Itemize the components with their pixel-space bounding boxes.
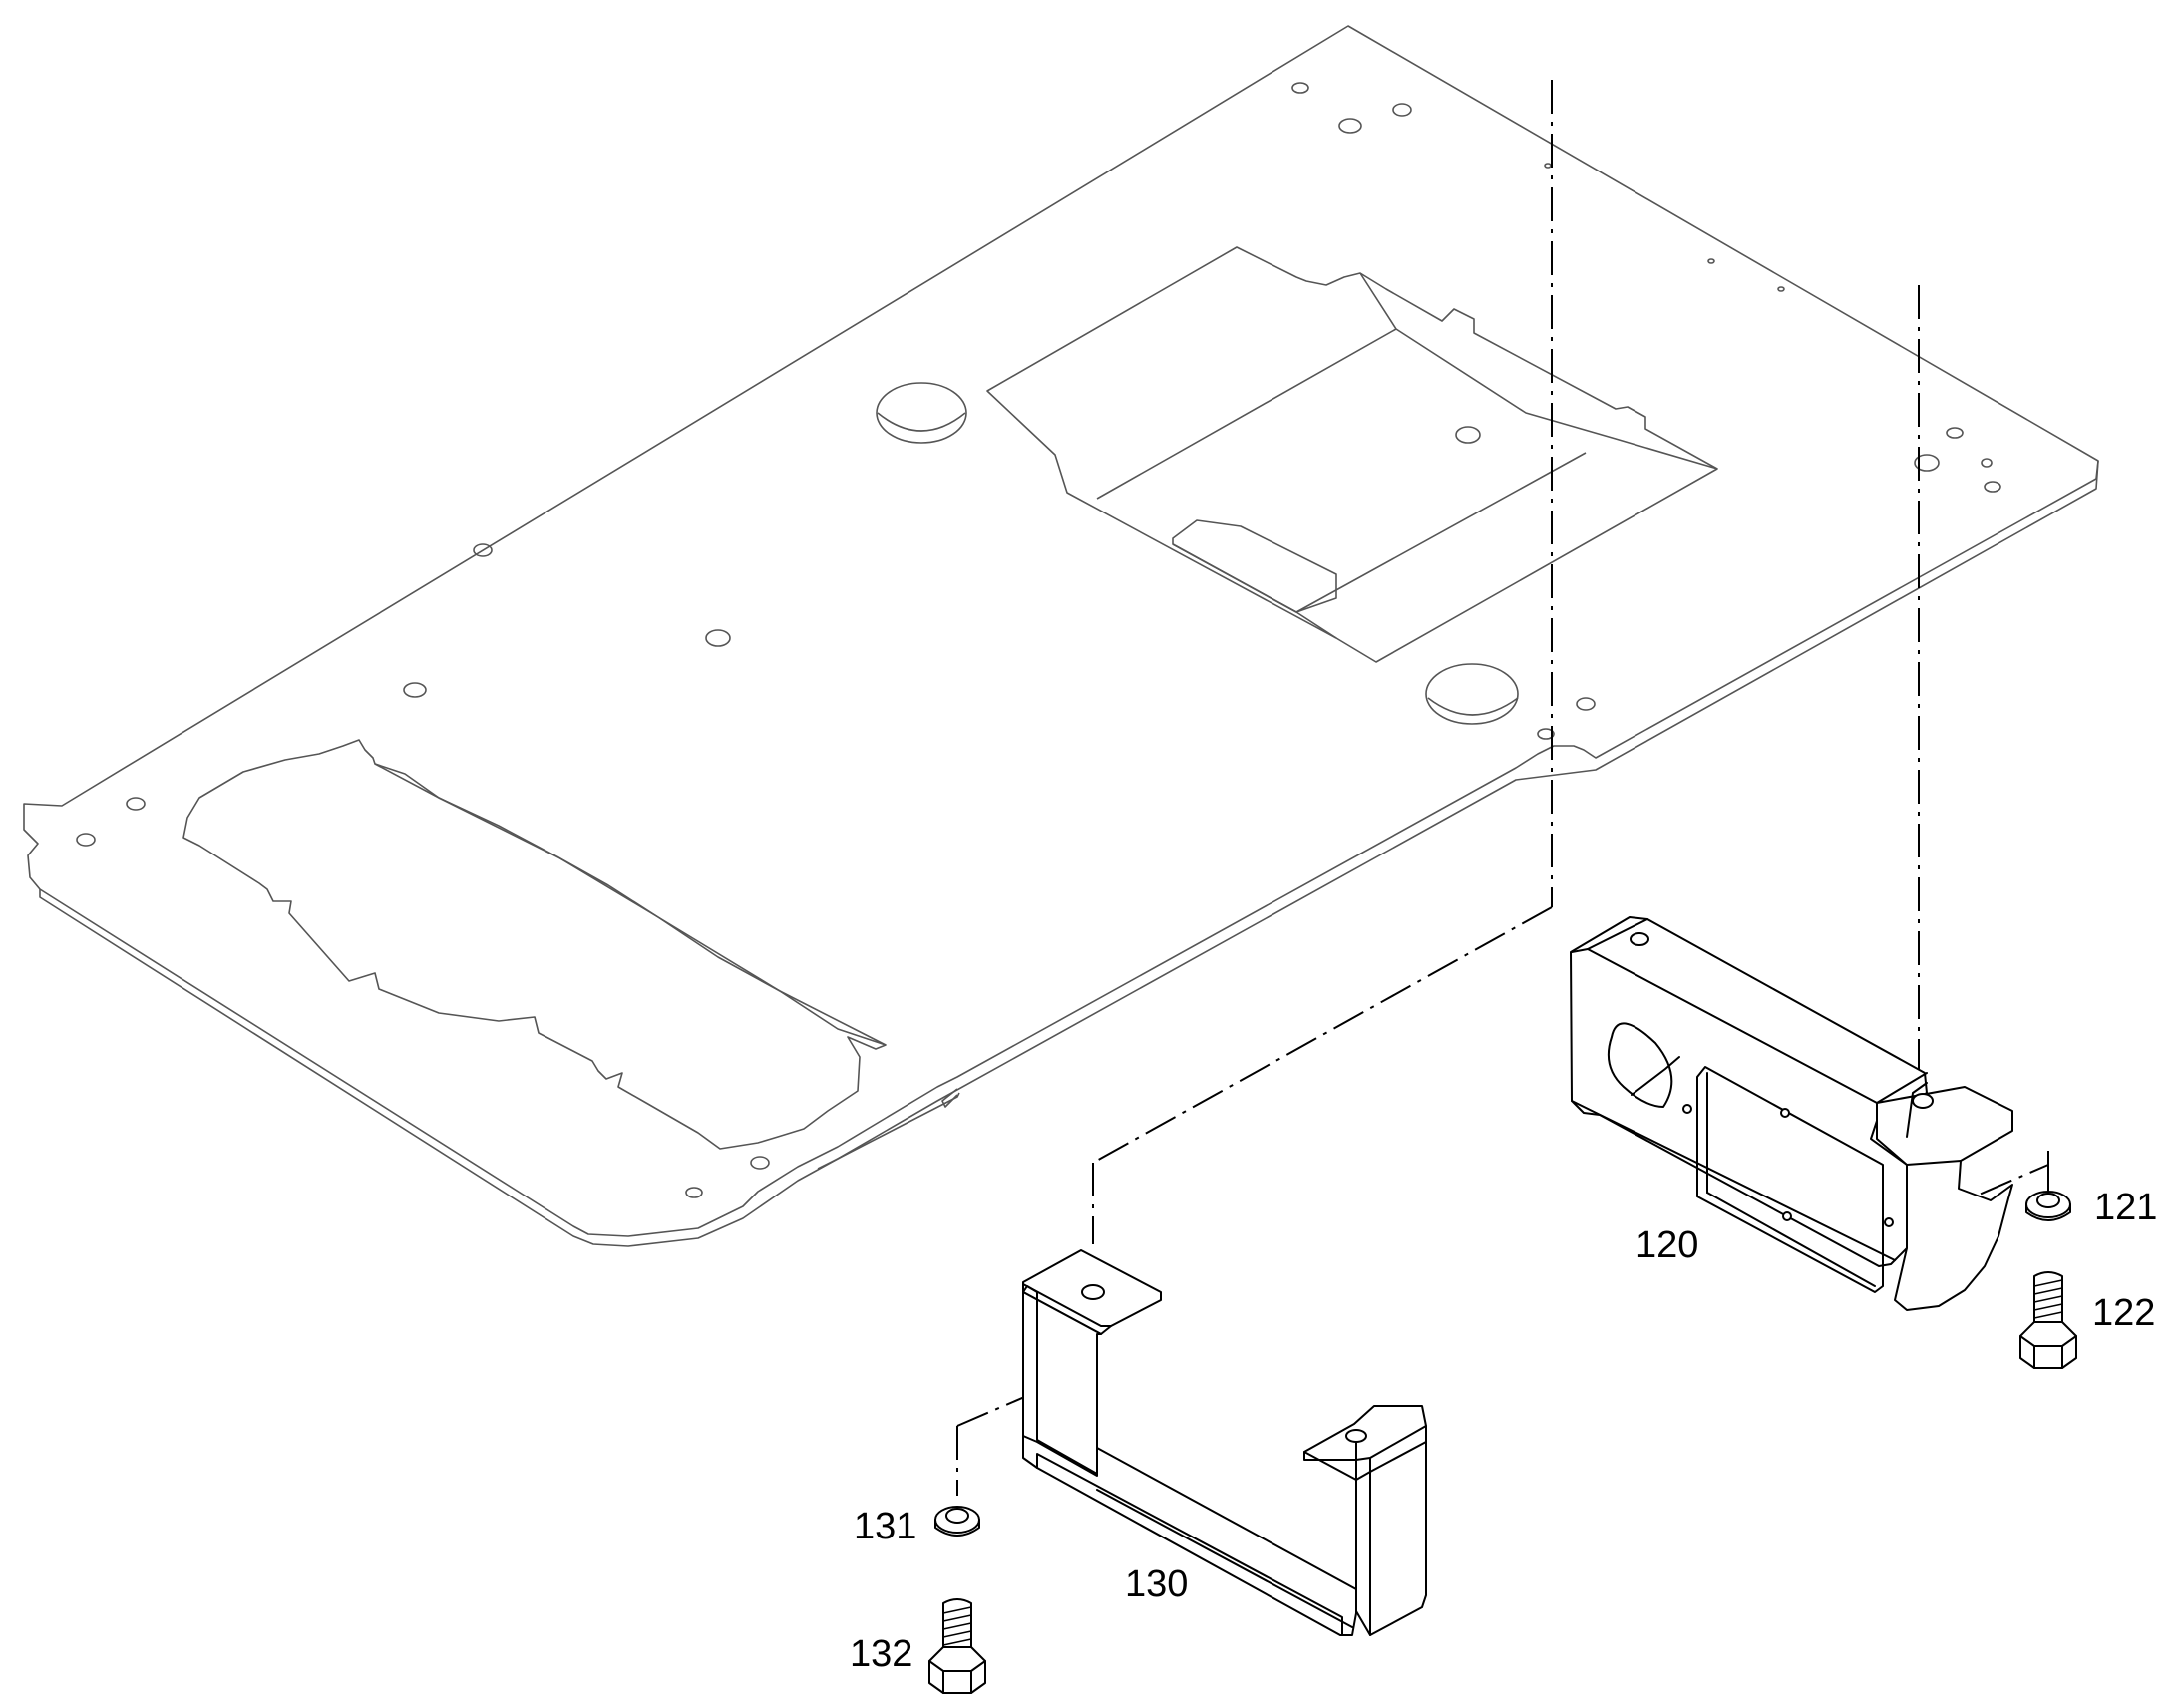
bolt-132 xyxy=(928,1598,986,1694)
floor-plate xyxy=(23,25,2099,1247)
washer-131 xyxy=(934,1506,980,1537)
callout-130: 130 xyxy=(1125,1563,1189,1605)
callout-120: 120 xyxy=(1635,1224,1699,1266)
callout-131: 131 xyxy=(854,1506,917,1547)
callout-121: 121 xyxy=(2094,1187,2158,1228)
callout-122: 122 xyxy=(2092,1292,2156,1334)
bolt-122 xyxy=(2019,1271,2077,1369)
callout-132: 132 xyxy=(850,1633,913,1675)
bracket-130 xyxy=(1022,1249,1427,1636)
washer-121 xyxy=(2025,1191,2071,1221)
bracket-120 xyxy=(1570,916,2013,1311)
